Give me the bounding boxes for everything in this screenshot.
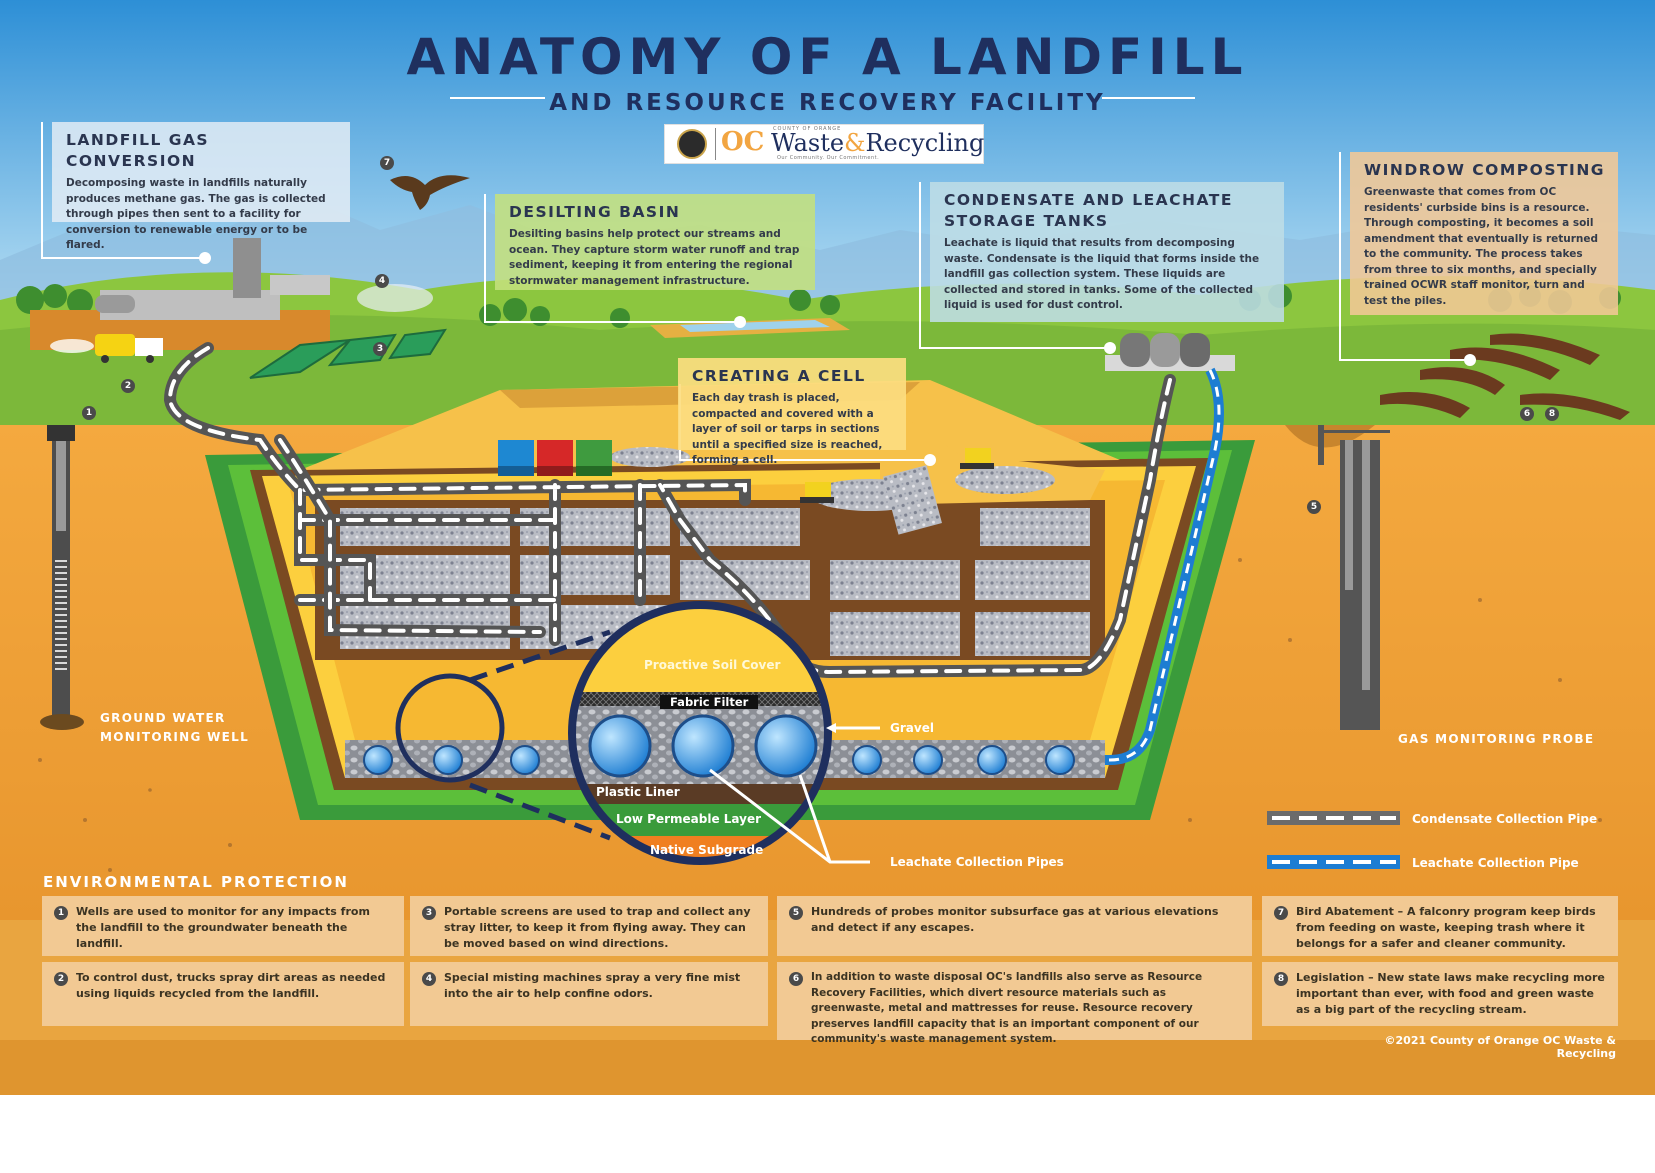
marker-7: 7: [380, 156, 394, 170]
bottom-leachate-pipes: [363, 745, 1075, 775]
card-text: Special misting machines spray a very fi…: [444, 971, 741, 1000]
storage-tanks: [1105, 333, 1235, 371]
logo-county: COUNTY OF ORANGE: [773, 126, 842, 132]
portable-screens: [249, 328, 447, 379]
gas-conversion-facility: [30, 238, 330, 350]
card-text: Wells are used to monitor for any impact…: [76, 905, 370, 950]
callout-text: Desilting basins help protect our stream…: [509, 228, 800, 287]
marker-8: 8: [1545, 407, 1559, 421]
label-fabric-filter: Fabric Filter: [660, 695, 759, 709]
callout-title: CREATING A CELL: [692, 367, 866, 385]
groundwater-well: [40, 425, 84, 730]
callout-title: DESILTING BASIN: [509, 203, 681, 221]
card-text: To control dust, trucks spray dirt areas…: [76, 971, 386, 1000]
env-card-1: 1 Wells are used to monitor for any impac…: [42, 896, 404, 956]
card-number: 5: [789, 906, 803, 920]
env-card-3: 3 Portable screens are used to trap and c…: [410, 896, 768, 956]
env-card-4: 4 Special misting machines spray a very f…: [410, 962, 768, 1026]
label-leachate-pipes: Leachate Collection Pipes: [890, 855, 1064, 869]
label-gas-probe: GAS MONITORING PROBE: [1398, 732, 1595, 746]
card-text: In addition to waste disposal OC's landf…: [811, 971, 1203, 1045]
logo-oc: OC: [721, 127, 765, 157]
env-card-5: 5 Hundreds of probes monitor subsurface g…: [777, 896, 1252, 956]
garbage-trucks: [498, 440, 612, 476]
marker-4: 4: [375, 274, 389, 288]
callout-text: Leachate is liquid that results from dec…: [944, 237, 1260, 311]
card-text: Portable screens are used to trap and co…: [444, 905, 751, 950]
condensate-pipes: [163, 342, 1176, 679]
logo-wordmark: Waste&Recycling: [771, 129, 984, 157]
callout-title: CONDENSATE AND LEACHATE STORAGE TANKS: [944, 191, 1233, 230]
label-groundwater-well: GROUND WATER MONITORING WELL: [100, 711, 250, 744]
card-number: 2: [54, 972, 68, 986]
legend-condensate-label: Condensate Collection Pipe: [1412, 812, 1598, 826]
leachate-pipe: [1060, 367, 1224, 765]
callout-creating-cell: CREATING A CELL Each day trash is placed…: [678, 358, 906, 466]
env-card-8: 8 Legislation – New state laws make recyc…: [1262, 962, 1618, 1026]
card-text: Legislation – New state laws make recycl…: [1296, 971, 1605, 1016]
bulldozers: [800, 448, 994, 503]
copyright: ©2021 County of Orange OC Waste & Recycl…: [1384, 1034, 1616, 1060]
gas-monitoring-probe: [1285, 425, 1390, 730]
label-plastic-liner: Plastic Liner: [596, 785, 680, 799]
card-number: 7: [1274, 906, 1288, 920]
label-proactive-soil: Proactive Soil Cover: [644, 658, 781, 672]
callout-title: WINDROW COMPOSTING: [1364, 161, 1606, 179]
card-number: 6: [789, 972, 803, 986]
callout-gas-conversion: LANDFILL GAS CONVERSION Decomposing wast…: [52, 122, 350, 251]
env-card-6: 6 In addition to waste disposal OC's land…: [777, 962, 1252, 1045]
falcon-icon: [390, 175, 470, 210]
env-card-7: 7 Bird Abatement – A falconry program kee…: [1262, 896, 1618, 956]
label-low-permeable: Low Permeable Layer: [616, 812, 762, 826]
leachate-pipes-pointer: [709, 768, 870, 864]
card-text: Hundreds of probes monitor subsurface ga…: [811, 905, 1219, 934]
card-number: 8: [1274, 972, 1288, 986]
card-number: 1: [54, 906, 68, 920]
logo-waste: Waste: [771, 129, 845, 157]
callout-desilting-basin: DESILTING BASIN Desilting basins help pr…: [495, 194, 815, 290]
marker-3: 3: [373, 342, 387, 356]
legend-leachate-label: Leachate Collection Pipe: [1412, 856, 1579, 870]
marker-1: 1: [82, 406, 96, 420]
waste-cells: [315, 500, 1105, 660]
legend-condensate-swatch: [1267, 811, 1400, 825]
card-text: Bird Abatement – A falconry program keep…: [1296, 905, 1596, 950]
logo-tagline: Our Community. Our Commitment.: [777, 155, 880, 161]
label-gravel: Gravel: [890, 721, 934, 735]
callout-storage-tanks: CONDENSATE AND LEACHATE STORAGE TANKS Le…: [930, 182, 1284, 322]
zoom-source-circle: [395, 673, 505, 783]
legend-leachate-swatch: [1267, 855, 1400, 869]
logo-recycling: Recycling: [865, 129, 985, 157]
logo: OC COUNTY OF ORANGE Waste&Recycling Our …: [664, 124, 984, 164]
callout-title: LANDFILL GAS CONVERSION: [66, 131, 210, 170]
water-truck: [50, 334, 163, 363]
marker-6: 6: [1520, 407, 1534, 421]
compost-windrows: [1380, 333, 1630, 420]
county-seal-icon: [677, 129, 707, 159]
card-number: 3: [422, 906, 436, 920]
callout-text: Each day trash is placed, compacted and …: [692, 392, 883, 466]
card-number: 4: [422, 972, 436, 986]
page-subtitle: AND RESOURCE RECOVERY FACILITY: [549, 90, 1106, 116]
page-title: ANATOMY OF A LANDFILL: [406, 28, 1249, 86]
mist-cloud: [357, 284, 433, 312]
label-native-subgrade: Native Subgrade: [650, 843, 764, 857]
marker-2: 2: [121, 379, 135, 393]
callout-windrow-composting: WINDROW COMPOSTING Greenwaste that comes…: [1350, 152, 1618, 315]
environment-title: ENVIRONMENTAL PROTECTION: [43, 873, 349, 891]
logo-amp: &: [844, 129, 866, 157]
env-card-2: 2 To control dust, trucks spray dirt area…: [42, 962, 404, 1026]
callout-text: Greenwaste that comes from OC residents'…: [1364, 186, 1599, 307]
callout-text: Decomposing waste in landfills naturally…: [66, 177, 326, 251]
marker-5: 5: [1307, 500, 1321, 514]
